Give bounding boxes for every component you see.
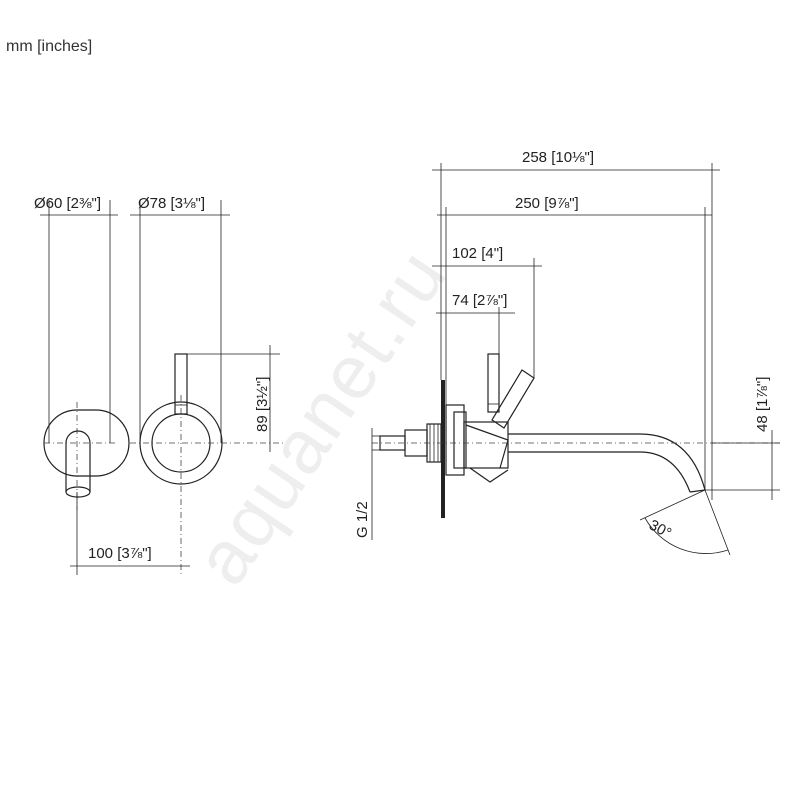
dim-label-48: 48 [1⅞"]	[754, 377, 771, 432]
units-label: mm [inches]	[6, 38, 93, 55]
dim-width-100: 100 [3⅞"]	[70, 492, 190, 575]
dim-thread-g12: G 1/2	[354, 428, 380, 540]
dim-label-250: 250 [9⅞"]	[515, 195, 579, 212]
dim-angle-30: 30°	[639, 489, 731, 556]
dim-label-89: 89 [3½"]	[254, 377, 271, 432]
dim-height-48: 48 [1⅞"]	[705, 377, 780, 500]
dim-length-74: 74 [2⅞"]	[436, 292, 515, 354]
lever-rosette-front-view	[130, 353, 285, 575]
dim-label-100: 100 [3⅞"]	[88, 545, 152, 562]
spout-rosette-front-view	[43, 402, 130, 510]
dim-length-102: 102 [4"]	[432, 245, 542, 378]
dim-label-102: 102 [4"]	[452, 245, 503, 262]
dim-label-diameter-78: Ø78 [3⅛"]	[138, 195, 205, 212]
dim-label-74: 74 [2⅞"]	[452, 292, 507, 309]
dim-label-258: 258 [10⅛"]	[522, 149, 594, 166]
dim-length-250: 250 [9⅞"]	[437, 195, 712, 490]
dim-diameter-78: Ø78 [3⅛"]	[130, 195, 230, 443]
dim-diameter-60: Ø60 [2⅜"]	[34, 195, 118, 443]
dim-label-diameter-60: Ø60 [2⅜"]	[34, 195, 101, 212]
dim-height-89: 89 [3½"]	[187, 345, 280, 452]
dim-label-thread: G 1/2	[354, 501, 371, 538]
dim-label-angle: 30°	[646, 517, 674, 543]
side-view	[372, 353, 780, 518]
dim-length-258: 258 [10⅛"]	[432, 149, 720, 500]
